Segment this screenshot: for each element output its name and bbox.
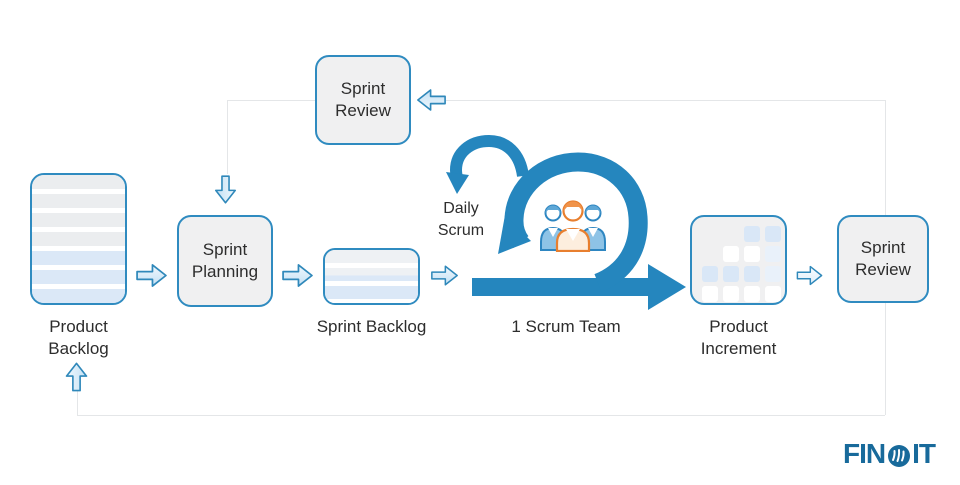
node-sprint-review-right: Sprint Review xyxy=(837,215,929,303)
caption-product-increment: Product Increment xyxy=(700,317,777,358)
node-sprint-review-right-label: Sprint Review xyxy=(855,238,911,279)
node-product-increment xyxy=(690,215,787,305)
arrow-up-to-product-backlog-icon xyxy=(65,362,88,392)
finoit-logo: FIN IT xyxy=(843,438,936,470)
sprint-backlog-stripes-icon xyxy=(325,250,418,303)
arrow-increment-to-review-icon xyxy=(796,265,823,286)
node-sprint-planning-label: Sprint Planning xyxy=(191,240,259,281)
product-backlog-stripes-icon xyxy=(32,175,125,303)
node-sprint-backlog xyxy=(323,248,420,305)
connector-top-right-horizontal xyxy=(446,100,885,101)
connector-top-left-horizontal xyxy=(227,100,315,101)
connector-to-product-backlog-vertical xyxy=(77,391,78,415)
arrow-sprint-backlog-to-loop-icon xyxy=(431,265,458,286)
logo-o-icon xyxy=(888,444,911,467)
node-sprint-review-top-label: Sprint Review xyxy=(335,79,391,120)
arrow-backlog-to-planning-icon xyxy=(136,264,167,287)
logo-text-fin: FIN xyxy=(843,438,886,469)
arrow-into-sprint-review-top-icon xyxy=(417,89,446,111)
arrow-planning-to-sprint-backlog-icon xyxy=(282,264,313,287)
caption-daily-scrum: Daily Scrum xyxy=(437,200,485,239)
node-sprint-review-top: Sprint Review xyxy=(315,55,411,145)
arrow-down-to-sprint-planning-icon xyxy=(214,175,237,204)
sprint-loop-icon xyxy=(446,134,686,310)
scrum-team-icon xyxy=(540,200,606,252)
logo-text-it: IT xyxy=(912,438,936,469)
caption-product-backlog: Product Backlog xyxy=(48,317,109,358)
caption-sprint-backlog: Sprint Backlog xyxy=(316,317,427,336)
node-product-backlog xyxy=(30,173,127,305)
connector-bottom-horizontal xyxy=(77,415,885,416)
connector-to-sprint-planning-vertical xyxy=(227,100,228,174)
caption-scrum-team: 1 Scrum Team xyxy=(511,317,621,336)
product-increment-pattern-icon xyxy=(702,226,781,302)
node-sprint-planning: Sprint Planning xyxy=(177,215,273,307)
